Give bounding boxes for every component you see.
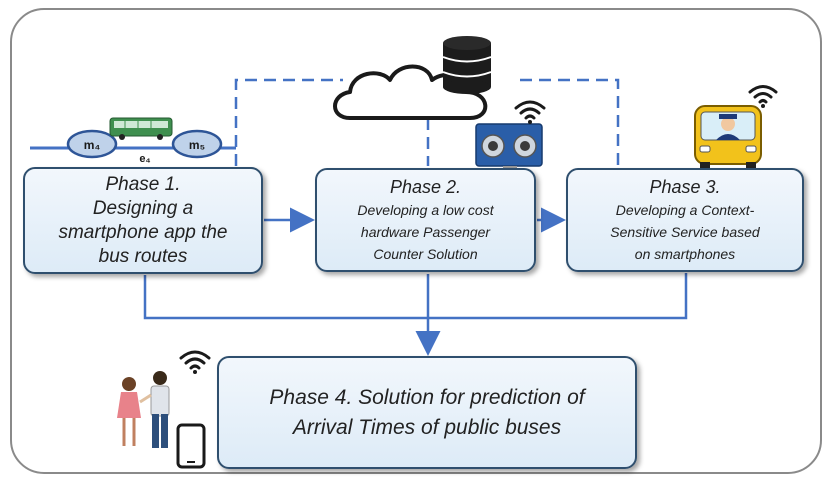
phase-4-box: Phase 4. Solution for prediction of Arri… — [217, 356, 637, 469]
route-node-a: m₄ — [84, 138, 101, 152]
phase-3-description: Developing a Context- Sensitive Service … — [610, 202, 760, 262]
phase-2-title: Phase 2. — [389, 177, 462, 197]
database-icon — [442, 36, 492, 94]
route-edge-label: e₄ — [139, 153, 150, 165]
bus-driver-icon — [694, 105, 762, 170]
flow-arrows — [143, 207, 688, 356]
route-node-b: m₅ — [189, 138, 205, 152]
people-icon — [117, 371, 170, 448]
dashed-cloud-links — [234, 78, 620, 166]
phase-1-box: Phase 1. Designing a smartphone app the … — [23, 167, 263, 274]
phase-2-description: Developing a low cost hardware Passenger… — [357, 202, 494, 262]
tablet-icon — [176, 423, 206, 469]
phase-1-title: Phase 1. — [105, 174, 181, 195]
diagram-frame — [10, 8, 822, 474]
phase-2-box: Phase 2. Developing a low cost hardware … — [315, 168, 536, 272]
phase-3-title: Phase 3. — [649, 177, 721, 197]
phase-1-description: Designing a smartphone app the bus route… — [58, 198, 228, 267]
wifi-icon — [179, 85, 778, 374]
phase-4-description: Phase 4. Solution for prediction of Arri… — [269, 385, 585, 439]
bus-route-icon: m₄ m₅ e₄ — [30, 117, 236, 165]
phase-3-box: Phase 3. Developing a Context- Sensitive… — [566, 168, 804, 272]
ultrasonic-sensor-icon — [475, 123, 543, 174]
